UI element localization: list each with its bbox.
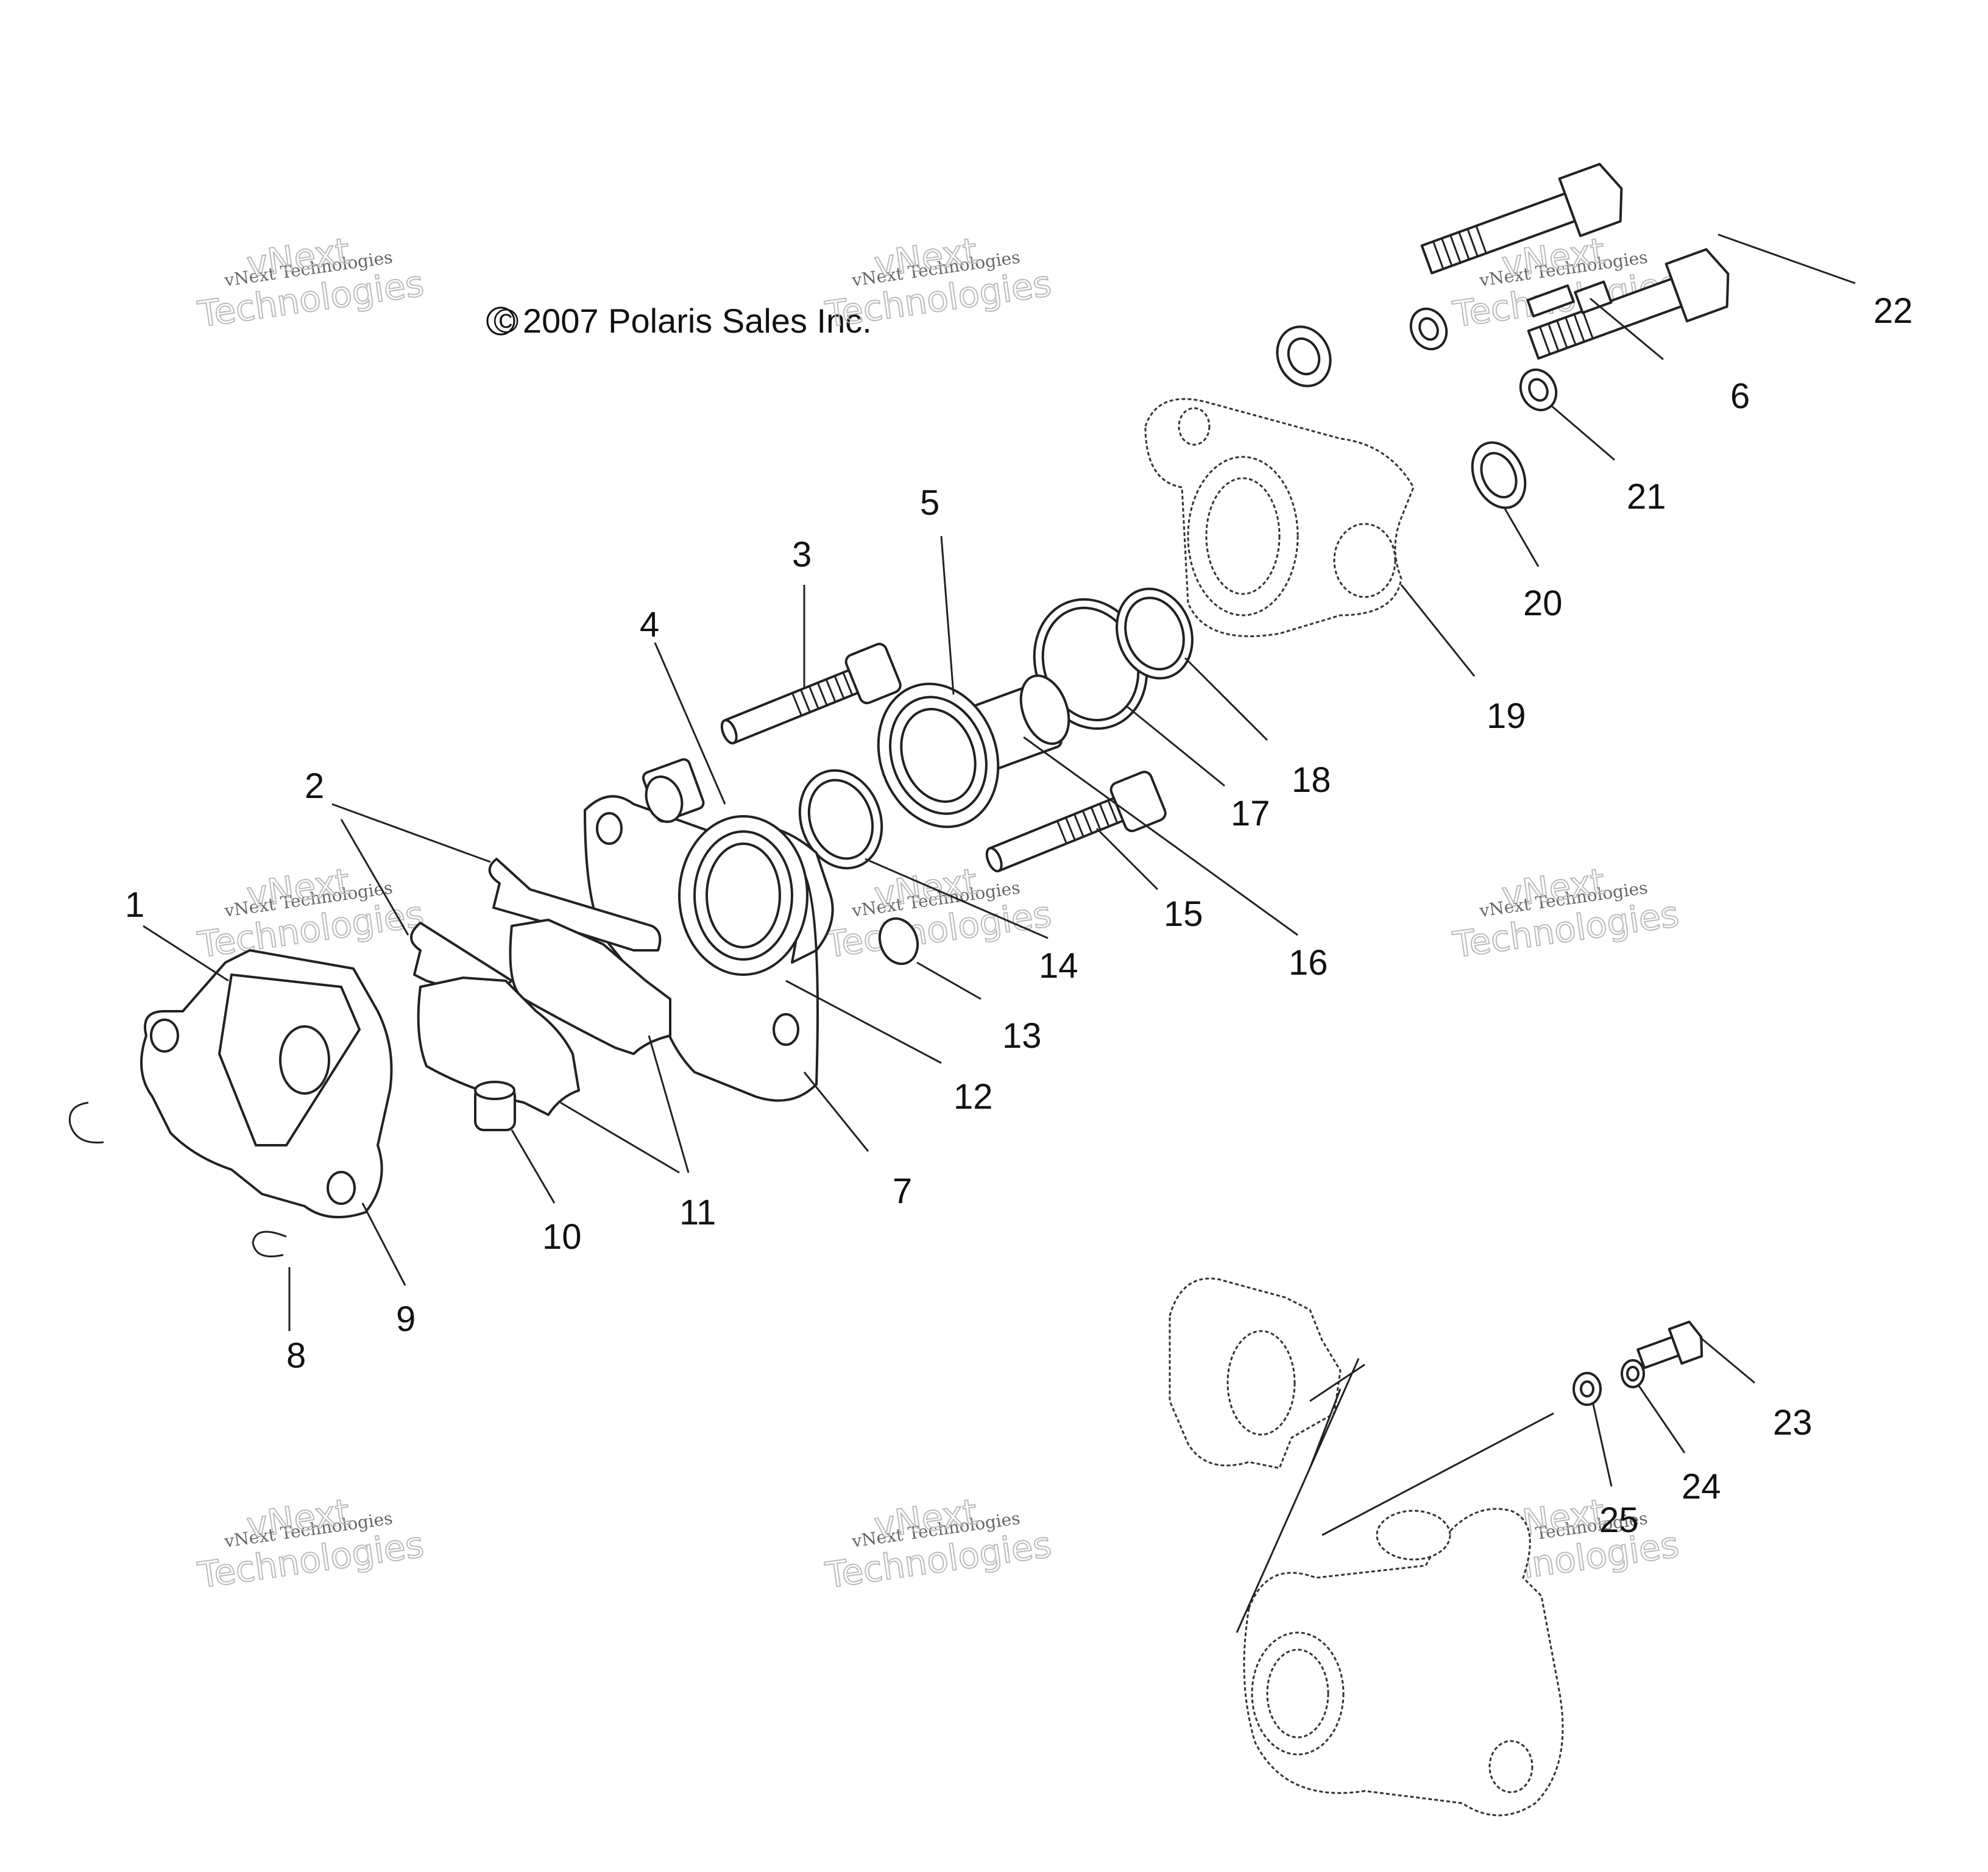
- leader-2b: [340, 819, 409, 936]
- watermark-group: vNext Technologies vNext Technologies vN…: [194, 229, 1682, 1597]
- leader-11a: [560, 1101, 680, 1174]
- part-caliper-body-1: [140, 949, 393, 1218]
- callout-11: 11: [679, 1193, 716, 1232]
- callout-24: 24: [1682, 1467, 1721, 1506]
- part-caliper-assembly-inset: [1169, 1277, 1365, 1469]
- leader-2a: [331, 803, 491, 863]
- part-ring-14: [798, 769, 883, 870]
- part-pad-lower-11: [417, 977, 580, 1116]
- leader-18: [1184, 657, 1268, 741]
- watermark: vNext Technologies vNext Technologies: [194, 1490, 426, 1597]
- part-bolt-23: [1636, 1320, 1703, 1369]
- part-hub-19: [1144, 398, 1415, 637]
- part-bracket-7: [584, 795, 834, 1102]
- part-piston-10: [474, 1081, 516, 1131]
- copyright-notice: © 2007 Polaris Sales Inc.: [486, 302, 872, 340]
- part-knuckle-assembly-inset: [1236, 1358, 1564, 1817]
- leader-9: [361, 1203, 406, 1286]
- callout-23: 23: [1773, 1403, 1813, 1443]
- watermark: vNext Technologies vNext Technologies: [194, 860, 426, 966]
- leader-16: [1023, 736, 1298, 936]
- leader-25: [1592, 1404, 1613, 1487]
- part-washer-24: [1621, 1359, 1645, 1388]
- leader-12: [785, 980, 942, 1064]
- leader-4: [654, 642, 726, 805]
- part-seal-13: [878, 917, 919, 966]
- part-pad-upper-11: [509, 919, 671, 1055]
- leader-19: [1400, 584, 1476, 677]
- leader-22: [1717, 233, 1856, 284]
- leader-21: [1550, 404, 1615, 461]
- part-sleeve-4: [642, 758, 705, 823]
- leader-11b: [648, 1035, 690, 1173]
- leader-1: [143, 925, 229, 982]
- watermark: vNext Technologies vNext Technologies: [822, 1490, 1054, 1597]
- callout-20: 20: [1523, 584, 1563, 623]
- leader-10: [511, 1129, 556, 1204]
- leader-lines: [143, 233, 1856, 1487]
- callout-9: 9: [396, 1299, 416, 1339]
- callout-17: 17: [1231, 794, 1270, 833]
- copyright-symbol: ©: [493, 302, 518, 340]
- callout-14: 14: [1039, 946, 1078, 986]
- part-clips-8: [68, 1101, 287, 1257]
- callout-8: 8: [286, 1336, 306, 1376]
- callout-12: 12: [953, 1077, 993, 1117]
- callout-10: 10: [542, 1217, 582, 1257]
- leader-17: [1127, 705, 1225, 787]
- part-pin-15: [985, 771, 1167, 873]
- callout-15: 15: [1164, 894, 1203, 934]
- leader-5: [940, 535, 955, 695]
- leader-24: [1638, 1385, 1686, 1453]
- part-pin-3: [720, 643, 902, 745]
- callout-1: 1: [125, 885, 144, 925]
- part-bleeder-6: [1526, 280, 1613, 318]
- leader-23: [1699, 1336, 1755, 1384]
- part-bolt-22: [1420, 163, 1730, 360]
- callout-18: 18: [1292, 760, 1331, 800]
- callout-labels: 1 2 3 4 5 6 7 8 9 10 11 12 13 14 15 16 1…: [125, 291, 1913, 1540]
- part-washer-25: [1572, 1372, 1602, 1406]
- leader-20: [1504, 508, 1540, 567]
- part-washers-top: [1276, 307, 1558, 509]
- callout-19: 19: [1487, 696, 1526, 736]
- leader-13: [916, 961, 982, 1000]
- callout-6: 6: [1730, 376, 1750, 416]
- callout-2: 2: [305, 766, 324, 806]
- watermark: vNext Technologies vNext Technologies: [822, 229, 1054, 336]
- callout-25: 25: [1599, 1500, 1639, 1540]
- leader-15: [1095, 827, 1159, 891]
- leader-7: [803, 1072, 869, 1152]
- watermark: vNext Technologies vNext Technologies: [194, 229, 426, 336]
- leader-6: [1590, 297, 1664, 361]
- copyright-text: 2007 Polaris Sales Inc.: [523, 302, 872, 340]
- callout-13: 13: [1002, 1016, 1042, 1056]
- callout-16: 16: [1289, 943, 1328, 983]
- watermark: vNext Technologies vNext Technologies: [1449, 860, 1682, 966]
- callout-22: 22: [1873, 291, 1913, 331]
- part-piston-5: [877, 674, 1070, 828]
- callout-7: 7: [893, 1171, 912, 1211]
- callout-5: 5: [920, 483, 939, 523]
- callout-21: 21: [1627, 477, 1666, 517]
- leader-14: [865, 858, 1049, 939]
- callout-4: 4: [640, 605, 659, 645]
- part-shims-2: [410, 858, 662, 1000]
- callout-3: 3: [792, 535, 812, 574]
